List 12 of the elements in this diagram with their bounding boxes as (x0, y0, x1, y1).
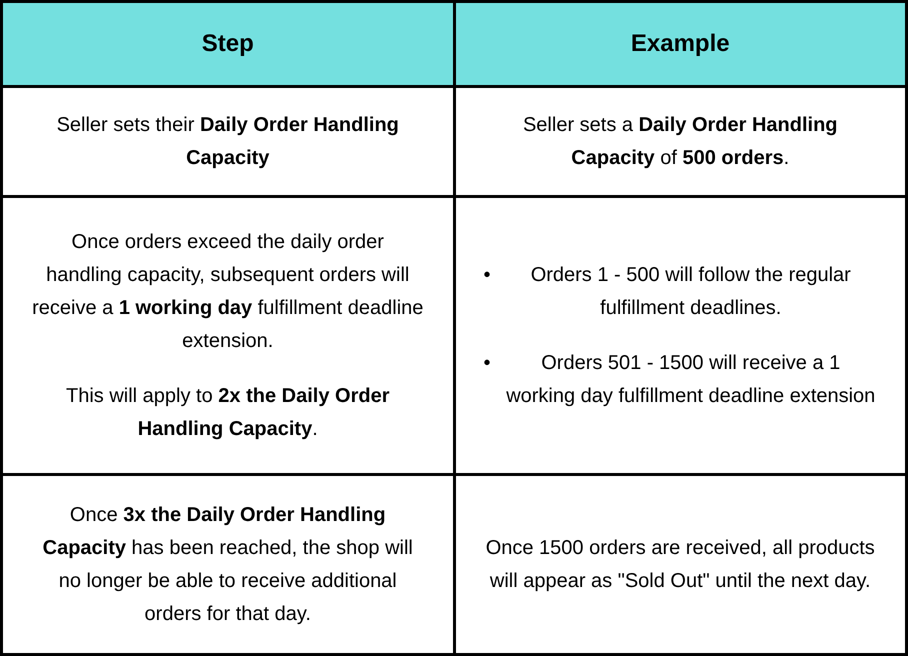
cell-text: Once 3x the Daily Order Handling Capacity has been reached, the shop will no longer be able to receive additional orders for that day. (42, 502, 414, 626)
cell-text: Once orders exceed the daily order handling capacity, subsequent orders will receive a 1 working day fulfillment deadline extension. (31, 230, 424, 354)
cell-text: Once 1500 orders are received, all products will appear as "Sold Out" until the next day. (484, 536, 876, 594)
bullet-text: Orders 1 - 500 will follow the regular fulfillment deadlines. (530, 262, 852, 320)
cell-text: This will apply to 2x the Daily Order Handling Capacity. (65, 384, 390, 442)
header-text: Step (202, 29, 254, 60)
bullet-text: Orders 501 - 1500 will receive a 1 working day fulfillment deadline extension (505, 350, 876, 408)
header-text: Example (630, 29, 730, 60)
bullet-marker: • (484, 262, 491, 288)
bullet-marker: • (484, 350, 491, 376)
cell-text: Seller sets their Daily Order Handling Capacity (56, 112, 400, 170)
cell-text: Seller sets a Daily Order Handling Capacity of 500 orders. (522, 112, 839, 170)
